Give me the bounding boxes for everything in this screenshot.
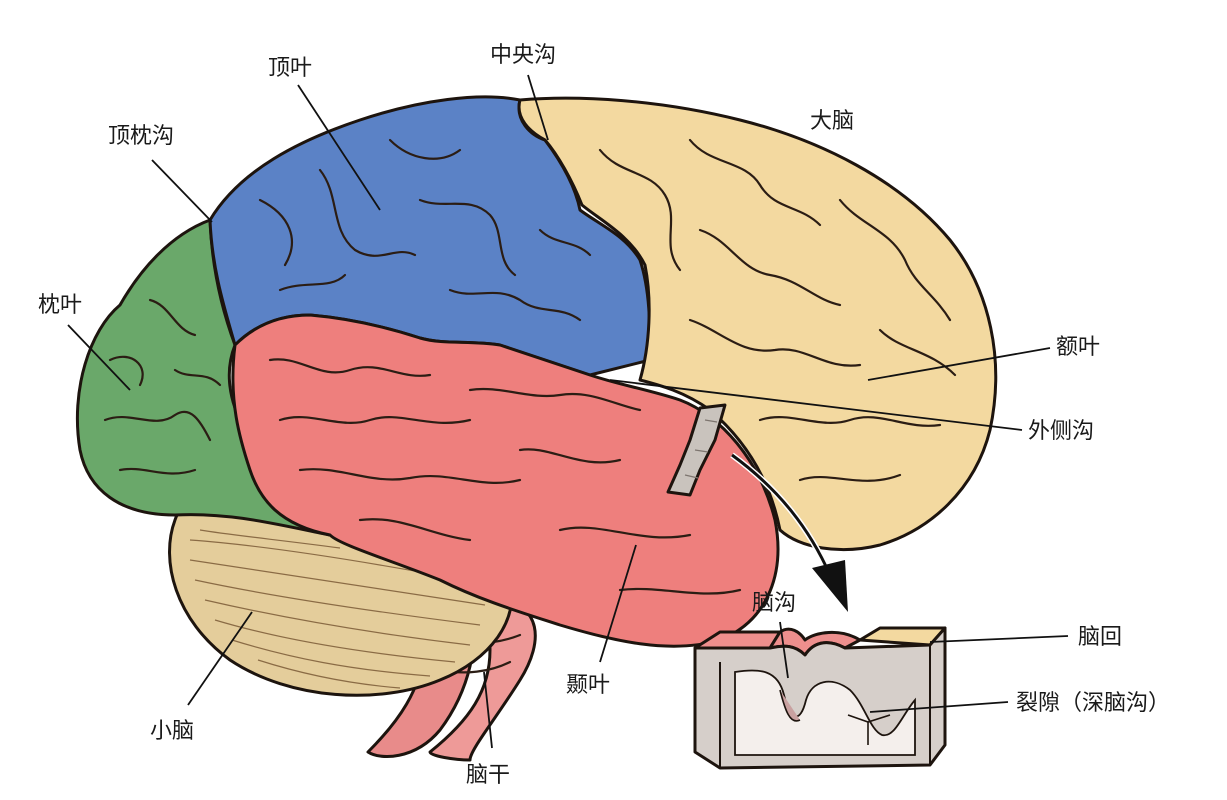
cerebellum-folia xyxy=(189,529,491,689)
labels: 顶叶 中央沟 大脑 顶枕沟 枕叶 额叶 外侧沟 脑沟 脑回 裂隙（深脑沟） 颞叶… xyxy=(38,43,1170,788)
leader-lines xyxy=(67,74,1069,749)
occipital-lobe-shape xyxy=(75,218,332,537)
leader-temporal xyxy=(599,544,637,663)
leader-brainstem xyxy=(483,671,493,749)
label-cerebellum: 小脑 xyxy=(150,719,194,744)
label-brainstem: 脑干 xyxy=(466,763,510,788)
label-sulcus: 脑沟 xyxy=(752,591,796,616)
leader-gyrus xyxy=(929,635,1069,643)
leader-fissure xyxy=(869,701,1009,713)
label-cerebrum: 大脑 xyxy=(810,109,854,134)
leader-occipital xyxy=(67,324,131,391)
zoom-arrow xyxy=(730,452,848,612)
leader-central-sulcus xyxy=(527,74,549,141)
label-central-sulcus: 中央沟 xyxy=(490,43,556,68)
frontal-lobe-shape xyxy=(517,96,998,552)
leader-lateral xyxy=(609,379,1023,431)
label-frontal-lobe: 额叶 xyxy=(1056,335,1100,360)
insula-shape xyxy=(666,403,727,497)
cerebellum-shape xyxy=(168,503,514,697)
temporal-lobe-shape xyxy=(231,313,780,648)
label-parieto-occipital-sulcus: 顶枕沟 xyxy=(108,124,174,149)
label-gyrus: 脑回 xyxy=(1078,625,1122,650)
leader-sulcus xyxy=(779,621,789,679)
label-lateral-sulcus: 外侧沟 xyxy=(1028,419,1094,444)
leader-parieto-occipital xyxy=(151,159,213,223)
leader-parietal xyxy=(297,84,381,211)
leader-cerebellum xyxy=(187,611,253,706)
label-temporal-lobe: 颞叶 xyxy=(566,673,610,698)
label-occipital-lobe: 枕叶 xyxy=(38,293,82,318)
leader-frontal xyxy=(867,347,1051,381)
label-fissure: 裂隙（深脑沟） xyxy=(1016,691,1170,716)
cortex-cross-section xyxy=(693,626,947,770)
label-parietal-lobe: 顶叶 xyxy=(268,56,312,81)
